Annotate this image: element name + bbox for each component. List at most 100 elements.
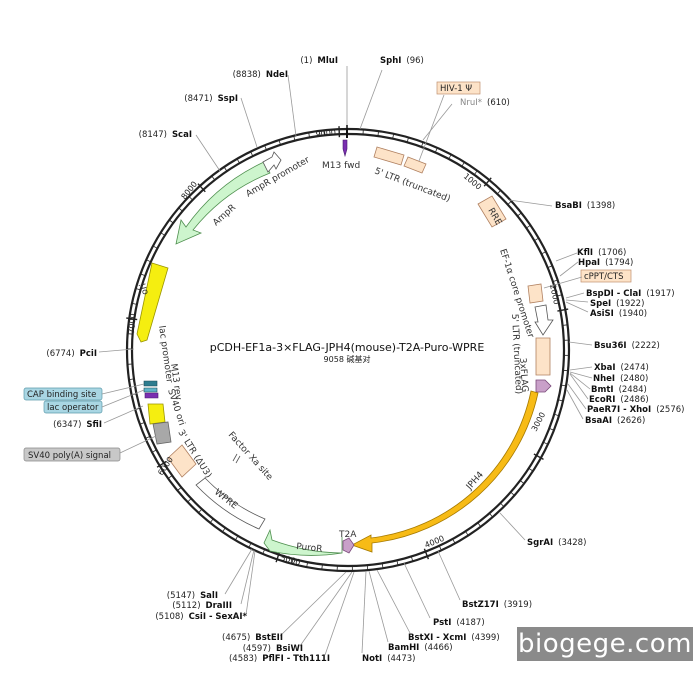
leader-hiv-psi [418, 94, 445, 162]
minor-tick [177, 487, 182, 491]
minor-tick [554, 413, 560, 417]
site-ecori: EcoRI(2486) [589, 395, 649, 405]
site-bsu36i: Bsu36I(2222) [594, 341, 660, 351]
feature-factor-xa-mark [232, 453, 238, 462]
site-bsaai: BsaAI(2626) [585, 416, 645, 426]
site-csii-sexai: (5108)CsiI - SexAI* [155, 612, 247, 622]
minor-tick [140, 273, 146, 277]
site-bamhi: BamHI(4466) [388, 643, 453, 653]
feature-ef1a-arrow [534, 304, 554, 336]
minor-tick [465, 531, 469, 536]
minor-tick [543, 441, 549, 445]
minor-tick [558, 399, 564, 402]
major-tick [483, 177, 492, 187]
minor-tick [552, 279, 558, 282]
major-tick [423, 548, 430, 560]
minor-tick [473, 170, 478, 175]
major-tick [275, 551, 281, 563]
minor-tick [448, 154, 452, 160]
minor-tick [556, 294, 563, 297]
feature-3xflag-arrow [535, 379, 552, 393]
site-leaders [98, 66, 593, 656]
minor-tick [528, 467, 534, 472]
site-bsiwi: (4597)BsiWI [243, 644, 303, 654]
minor-tick [187, 498, 192, 503]
minor-tick [306, 562, 308, 568]
minor-tick [145, 436, 151, 439]
feature-hiv-psi-box [403, 156, 427, 174]
minor-tick [323, 130, 325, 136]
site-sphi: SphI(96) [380, 56, 424, 66]
box-label-lac-operator: lac operator [47, 403, 99, 413]
major-tick [126, 317, 138, 321]
box-hiv-psi [436, 81, 481, 95]
site-pcii: (6774)PciI [46, 349, 97, 359]
minor-tick [438, 545, 442, 551]
leader-lac [101, 389, 145, 408]
site-sspi: (8471)SspI [184, 94, 238, 104]
feature-cap-binding-mark [143, 380, 158, 387]
minor-tick [146, 259, 151, 263]
minor-tick [178, 207, 183, 212]
feature-lac-operator-mark [143, 387, 158, 393]
minor-tick [547, 265, 553, 268]
minor-tick [169, 219, 174, 224]
site-noti: NotI(4473) [362, 654, 415, 664]
feature-ampr-arrow [175, 161, 271, 245]
site-asisi: AsiSI(1940) [590, 309, 647, 319]
minor-tick [500, 502, 505, 507]
feature-jph4-arrow [351, 390, 539, 553]
minor-tick [517, 212, 522, 217]
leader-cppt [543, 276, 583, 289]
box-label-cppt: cPPT/CTS [584, 272, 624, 282]
minor-tick [198, 508, 203, 514]
minor-tick [128, 378, 134, 380]
minor-tick [381, 563, 384, 569]
minor-tick [421, 142, 424, 148]
feature-5ltr-box [373, 146, 405, 166]
tick-label-2000: 2000 [548, 284, 561, 306]
major-tick [197, 183, 206, 193]
minor-tick [151, 449, 157, 453]
feature-label-ori: ori [138, 282, 151, 296]
feature-label-5ltr: 5' LTR (truncated) [373, 166, 452, 204]
minor-tick [250, 151, 254, 157]
minor-tick [135, 288, 141, 291]
feature-label-puror: PuroR [296, 542, 323, 555]
site-hpai: HpaI(1794) [578, 258, 633, 268]
feature-sv40-polya-box [152, 421, 172, 445]
box-sv40-polya [23, 447, 121, 462]
feature-label-3xflag: 3xFLAG [517, 358, 529, 393]
minor-tick [236, 158, 240, 164]
site-pflfi-tth111i: (4583)PflFI - Tth111I [229, 654, 330, 664]
watermark-text: biogege.com [518, 629, 692, 659]
box-cppt [580, 269, 632, 283]
box-label-hiv-psi: HIV-1 Ψ [440, 84, 472, 94]
box-label-sv40-polya: SV40 poly(A) signal [28, 451, 111, 461]
major-tick [557, 308, 569, 312]
minor-tick [160, 232, 166, 236]
site-spei: SpeI(1922) [590, 299, 644, 309]
feature-puror-arrow [263, 528, 343, 556]
minor-tick [392, 133, 395, 139]
minor-tick [541, 251, 547, 255]
feature-label-lac-promoter: lac promoter [156, 325, 174, 384]
feature-3ltr-box [167, 444, 197, 478]
feature-5ltr-right-box [535, 337, 551, 376]
site-sali: (5147)SalI [167, 591, 218, 601]
minor-tick [139, 422, 145, 425]
tick-label-9000: 9000 [315, 128, 336, 139]
feature-wpre-box [195, 477, 266, 530]
minor-tick [396, 560, 399, 566]
minor-tick [262, 549, 266, 555]
minor-tick [526, 224, 531, 229]
site-bstz17i: BstZ17I(3919) [462, 600, 532, 610]
site-paer7i-xhoi: PaeR7I - XhoI(2576) [587, 405, 684, 415]
site-sgrai: SgrAI(3428) [527, 538, 586, 548]
minor-tick [410, 556, 414, 562]
site-bsabi: BsaBI(1398) [555, 201, 615, 211]
major-tick [533, 453, 544, 461]
minor-tick [510, 491, 515, 496]
minor-tick [461, 161, 465, 167]
